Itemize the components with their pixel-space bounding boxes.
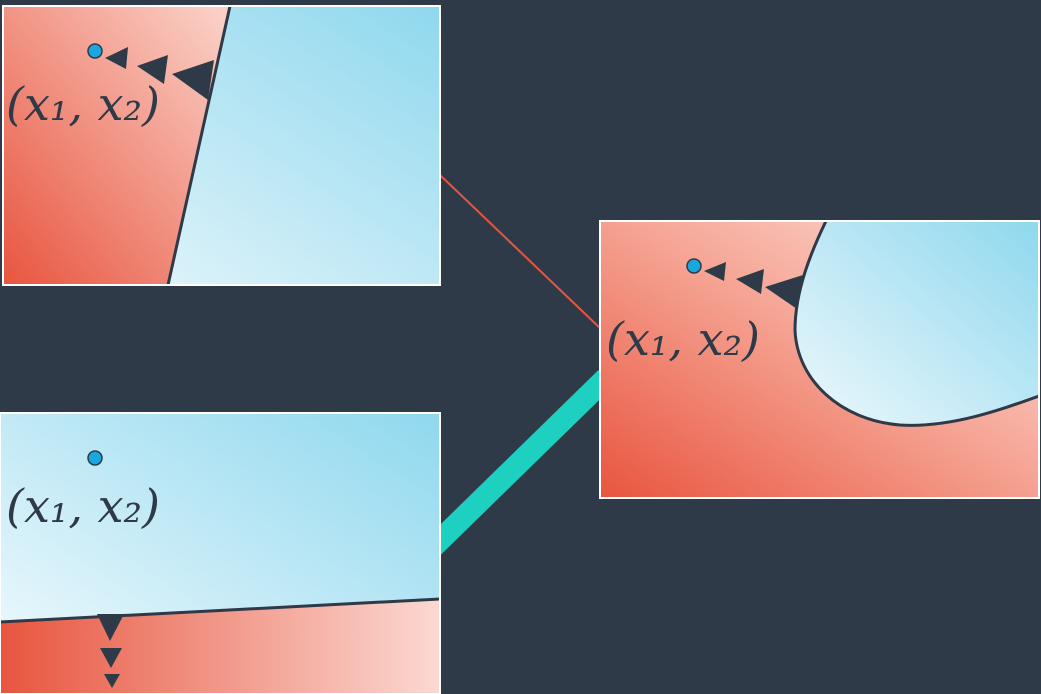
blue-region <box>795 221 1039 426</box>
decision-boundary <box>166 6 232 285</box>
point-label: (x₁, x₂) <box>6 77 160 131</box>
connector-thick-line <box>422 370 614 558</box>
gradient-arrow-icon <box>736 269 764 294</box>
point-label: (x₁, x₂) <box>6 479 160 533</box>
decision-boundary <box>0 597 440 624</box>
gradient-arrow-icon <box>704 262 726 281</box>
panel-right: (x₁, x₂) <box>599 220 1040 499</box>
gradient-arrow-icon <box>105 47 128 69</box>
gradient-arrow-icon <box>172 60 214 100</box>
data-point <box>686 258 702 274</box>
panel-bottom-left: (x₁, x₂) <box>0 412 441 694</box>
connector-thin-line <box>439 174 603 331</box>
red-region <box>3 6 230 285</box>
panel-top-left: (x₁, x₂) <box>2 5 441 286</box>
point-label: (x₁, x₂) <box>606 312 760 366</box>
gradient-arrow-icon <box>97 614 124 641</box>
data-point <box>87 43 103 59</box>
gradient-arrow-icon <box>100 648 122 668</box>
decision-boundary <box>793 221 1039 427</box>
gradient-arrow-icon <box>137 55 168 84</box>
data-point <box>87 450 103 466</box>
gradient-arrow-icon <box>104 674 120 688</box>
gradient-arrow-icon <box>765 275 803 309</box>
